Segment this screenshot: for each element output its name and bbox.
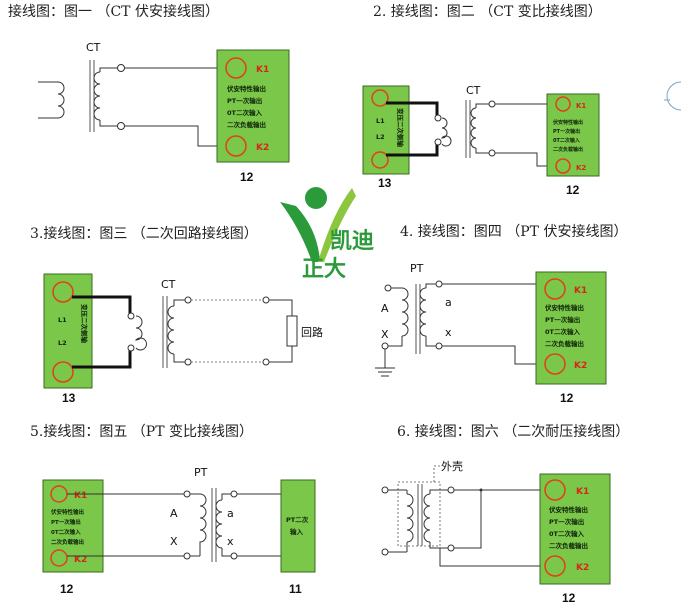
panel-number: 12 [240, 170, 254, 184]
panel-line: 二次负载输出 [545, 339, 584, 348]
panel-12-body [546, 93, 600, 177]
primary-leads [38, 81, 58, 119]
l2-terminal [371, 151, 389, 169]
ct-label-3: CT [161, 278, 176, 291]
panel-line: 伏安特性输出 [50, 508, 85, 516]
k2-label: K2 [256, 143, 269, 153]
l1-terminal [371, 89, 389, 107]
k2-terminal [225, 135, 247, 157]
panel-11-line: 输入 [290, 527, 304, 536]
k1-label: K1 [256, 65, 269, 75]
panel-line: 0T二次输入 [227, 108, 262, 117]
A-label: A [381, 302, 389, 315]
logo-text-2: 正大 [302, 257, 346, 282]
panel-13-vertical: 变压二次侧输 [80, 304, 89, 344]
figure-1-ct-volt-ampere: CT K1 伏安特性输出 PT一次输出 0T二次输入 二次负载输出 K2 12 [38, 41, 290, 184]
figure-2-ct-ratio: L1 L2 变压二次侧输 13 CT K1 伏安特性输出 PT一次输出 0T二次… [362, 84, 600, 197]
k2-label: K2 [576, 563, 589, 573]
panel-11-number: 11 [289, 582, 302, 596]
l2-label: L2 [58, 339, 67, 347]
panel-number: 12 [566, 183, 580, 197]
logo-dot [305, 187, 327, 209]
panel-line: 伏安特性输出 [545, 303, 584, 312]
panel-line: 伏安特性输出 [552, 119, 583, 126]
l2-label: L2 [376, 133, 385, 141]
panel-13-number: 13 [62, 391, 76, 405]
k1-label: K1 [74, 491, 87, 501]
figure-5-pt-ratio: K1 伏安特性输出 PT一次输出 0T二次输入 二次负载输出 K2 12 PT … [42, 466, 316, 596]
x-label: x [445, 326, 452, 339]
logo-text-1: 凯迪 [330, 229, 374, 254]
figure-3-secondary-loop: L1 L2 变压二次侧输 13 CT 回路 [43, 273, 323, 405]
panel-line: PT一次输出 [549, 517, 584, 526]
panel-line: PT一次输出 [545, 315, 580, 324]
panel-line: 0T二次输入 [545, 327, 580, 336]
panel-number: 12 [60, 582, 74, 596]
k1-label: K1 [576, 487, 589, 497]
loop-label: 回路 [301, 326, 323, 339]
panel-line: 二次负载输出 [549, 541, 588, 550]
figure-4-pt-volt-ampere: PT A X a x K1 伏安特性输出 PT一次输出 0T二次输入 二次负载输… [375, 262, 607, 405]
terminal [117, 64, 125, 72]
l1-label: L1 [376, 117, 385, 125]
panel-11-line: PT二次 [286, 515, 309, 524]
panel-line: PT一次输出 [553, 128, 580, 135]
k2-label: K2 [576, 164, 586, 172]
panel-11-body [280, 479, 316, 573]
panel-line: 伏安特性输出 [227, 84, 266, 93]
loop-resistor [286, 315, 298, 347]
k1-label: K1 [576, 102, 586, 110]
caption-figure-5: 5.接线图：图五 （PT 变比接线图） [30, 423, 253, 440]
panel-line: 0T二次输入 [553, 137, 580, 144]
k1-label: K1 [574, 286, 587, 296]
panel-number: 12 [562, 591, 576, 605]
caption-figure-2: 2. 接线图：图二 （CT 变比接线图） [373, 3, 602, 20]
primary-winding [57, 81, 65, 119]
panel-line: 二次负载输出 [553, 146, 583, 153]
secondary-winding [93, 71, 101, 121]
panel-13-vertical: 变压二次侧输 [396, 108, 405, 148]
panel-line: PT一次输出 [227, 96, 262, 105]
panel-line: 二次负载输出 [227, 120, 266, 129]
X-label-5: X [170, 535, 178, 548]
shell-label: 外壳 [441, 459, 463, 473]
company-logo: 凯迪 正大 [280, 187, 374, 282]
caption-figure-3: 3.接线图：图三 （二次回路接线图） [30, 225, 258, 242]
pt-label-5: PT [194, 466, 208, 479]
instrument-panel-12: K1 伏安特性输出 PT一次输出 0T二次输入 二次负载输出 K2 [216, 49, 290, 163]
panel-line: 伏安特性输出 [549, 505, 588, 514]
ct-label: CT [86, 41, 101, 54]
panel-line: 0T二次输入 [51, 528, 81, 536]
panel-number: 12 [560, 391, 574, 405]
caption-figure-6: 6. 接线图：图六 （二次耐压接线图） [397, 423, 629, 440]
caption-figure-1: 接线图：图一 （CT 伏安接线图） [8, 3, 219, 20]
panel-13-number: 13 [378, 176, 392, 190]
panel-line: 0T二次输入 [549, 529, 584, 538]
panel-line: 二次负载输出 [51, 538, 85, 546]
k1-terminal [225, 57, 247, 79]
shell-outline [397, 481, 441, 547]
panel-line: PT一次输出 [51, 518, 81, 526]
X-label: X [381, 328, 389, 341]
l1-label: L1 [58, 316, 67, 324]
a-label-5: a [227, 507, 234, 520]
a-label: a [445, 296, 452, 309]
A-label-5: A [170, 507, 178, 520]
pt-label: PT [410, 262, 424, 275]
terminal [117, 122, 125, 130]
caption-figure-4: 4. 接线图：图四 （PT 伏安接线图） [400, 223, 627, 240]
ct-label-2: CT [466, 84, 481, 97]
k2-label: K2 [574, 361, 587, 371]
k2-label: K2 [74, 555, 87, 565]
x-label-5: x [227, 535, 234, 548]
figure-6-secondary-withstand: 外壳 K1 伏安特性输出 PT一次输出 0T二次输入 二次负载输出 K2 12 [381, 459, 611, 605]
ground-icon [375, 367, 395, 377]
